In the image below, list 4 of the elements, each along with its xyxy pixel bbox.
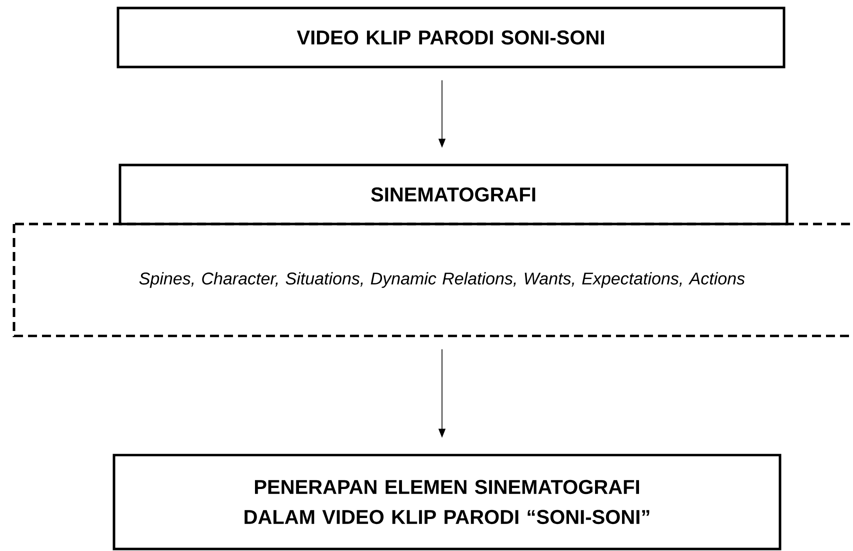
- result-box: PENERAPAN ELEMEN SINEMATOGRAFI DALAM VIDEO KLIP PARODI “SONI-SONI”: [112, 454, 782, 550]
- dashed-box: Spines, Character, Situations, Dynamic Relations, Wants, Expectations, Actions: [12, 222, 853, 338]
- title-box: VIDEO KLIP PARODI SONI-SONI: [116, 6, 786, 68]
- process-box: SINEMATOGRAFI: [118, 164, 788, 226]
